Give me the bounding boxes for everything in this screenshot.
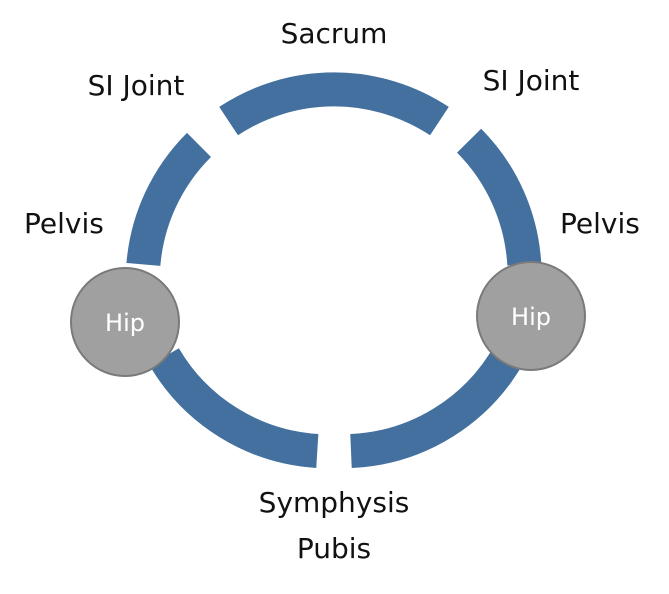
pelvis-left-label: Pelvis (24, 207, 104, 240)
hip-right-label: Hip (511, 303, 551, 331)
si-joint-right-label: SI Joint (482, 64, 580, 97)
hip-right-circle (476, 261, 586, 371)
left-pelvis-lower-segment (149, 347, 319, 468)
hip-left-circle (70, 267, 180, 377)
sacrum-label: Sacrum (280, 17, 388, 50)
right-pelvis-lower-segment (349, 343, 525, 468)
pubis-label: Pubis (296, 532, 372, 565)
symphysis-label: Symphysis (258, 486, 410, 519)
si-joint-left-label: SI Joint (87, 69, 185, 102)
right-pelvis-upper-segment (456, 128, 542, 266)
hip-left-label: Hip (105, 309, 145, 337)
sacrum-segment (219, 72, 449, 136)
left-pelvis-upper-segment (126, 132, 212, 267)
pelvis-right-label: Pelvis (560, 207, 640, 240)
